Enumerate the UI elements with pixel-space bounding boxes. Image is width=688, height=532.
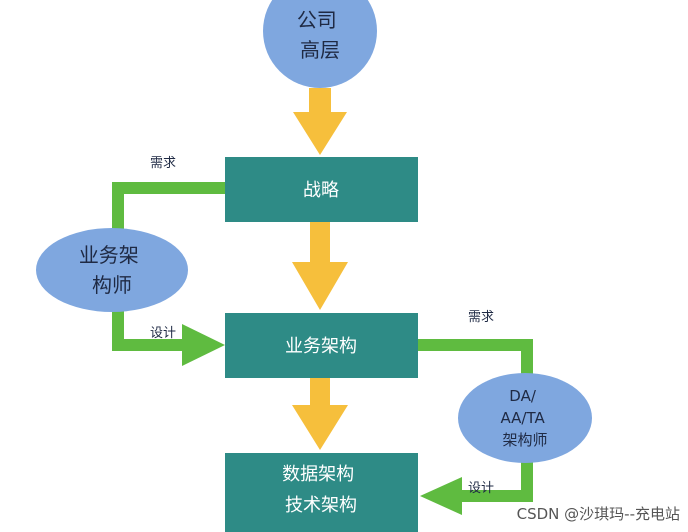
da-aa-ta-architect-line-3: 架构师 [502,431,547,449]
top-management-label: 公司 高层 [297,8,343,62]
business-architect-ellipse [36,228,188,312]
business-architect-line-1: 业务架 [79,243,139,267]
left-connector-arrowhead [182,324,225,366]
business-architecture-box-rect [225,313,418,378]
strategy-box: 战略 [225,157,418,222]
left-requirement-label: 需求 [150,156,176,171]
da-aa-ta-architect-ellipse [458,373,592,463]
left-design-label: 设计 [150,326,176,341]
top-management-node: 公司 高层 [263,0,377,88]
csdn-watermark: CSDN @沙琪玛--充电站 [517,505,680,523]
business-architect-node: 业务架 构师 [36,228,188,312]
right-requirement-label: 需求 [468,310,494,325]
arrow-business-to-data-tech [292,378,348,450]
arrow-top-to-strategy [293,88,347,155]
business-architect-line-2: 构师 [92,273,132,297]
top-management-circle [263,0,377,88]
arrow-strategy-to-business [292,222,348,310]
business-architecture-box-label: 业务架构 [285,336,357,357]
data-technical-architecture-label: 数据架构 技术架构 [282,464,360,516]
data-technical-architecture-box-rect [225,453,418,532]
business-architect-label: 业务架 构师 [79,243,145,297]
data-technical-architecture-box: 数据架构 技术架构 [225,453,418,532]
da-aa-ta-architect-line-1: DA/ [509,387,537,405]
technical-architecture-line: 技术架构 [285,495,357,516]
top-management-line-1: 公司 [297,8,337,32]
business-architecture-box: 业务架构 [225,313,418,378]
data-architecture-line: 数据架构 [282,464,354,485]
strategy-box-rect [225,157,418,222]
strategy-box-label: 战略 [303,180,339,201]
right-connector-arrowhead [420,477,462,515]
right-design-label: 设计 [468,481,494,496]
da-aa-ta-architect-label: DA/ AA/TA 架构师 [500,387,549,449]
da-aa-ta-architect-line-2: AA/TA [500,409,545,427]
da-aa-ta-architect-node: DA/ AA/TA 架构师 [458,373,592,463]
top-management-line-2: 高层 [300,38,340,62]
